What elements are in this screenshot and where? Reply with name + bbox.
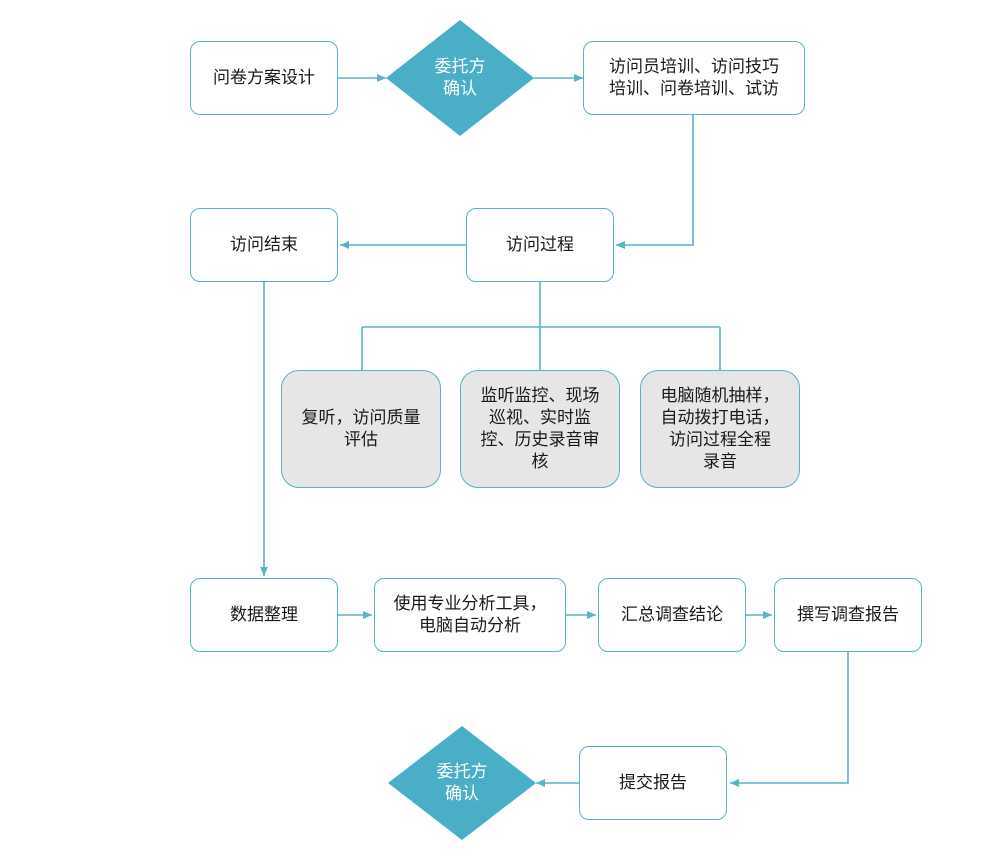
node-interviewer-training-label: 访问员培训、访问技巧 培训、问卷培训、试访 [609, 57, 779, 99]
node-client-confirm-top-label: 委托方 确认 [434, 57, 486, 99]
node-monitoring: 监听监控、现场 巡视、实时监 控、历史录音审 核 [460, 370, 620, 488]
arrow-training-to-process [616, 115, 694, 249]
node-submit-report: 提交报告 [579, 746, 727, 820]
node-data-processing-label: 数据整理 [230, 605, 298, 625]
node-analysis-tools: 使用专业分析工具， 电脑自动分析 [374, 578, 566, 652]
node-review-quality-label: 复听，访问质量 评估 [301, 408, 421, 450]
node-random-sampling-label: 电脑随机抽样， 自动拨打电话， 访问过程全程 录音 [660, 386, 780, 472]
node-monitoring-label: 监听监控、现场 巡视、实时监 控、历史录音审 核 [480, 386, 600, 472]
node-questionnaire-design-label: 问卷方案设计 [213, 68, 315, 88]
node-interview-process-label: 访问过程 [506, 235, 574, 255]
node-summary-conclusion-label: 汇总调查结论 [621, 605, 723, 625]
node-summary-conclusion: 汇总调查结论 [598, 578, 746, 652]
node-review-quality: 复听，访问质量 评估 [281, 370, 441, 488]
node-submit-report-label: 提交报告 [619, 773, 687, 793]
node-questionnaire-design: 问卷方案设计 [190, 41, 338, 115]
diamond-shape [388, 726, 536, 840]
node-interview-end: 访问结束 [190, 208, 338, 282]
node-random-sampling: 电脑随机抽样， 自动拨打电话， 访问过程全程 录音 [640, 370, 800, 488]
diamond-shape [386, 20, 534, 136]
arrow-write-to-submit [730, 652, 849, 787]
node-write-report-label: 撰写调查报告 [797, 605, 899, 625]
node-client-confirm-bottom-label: 委托方 确认 [436, 762, 488, 804]
node-interviewer-training: 访问员培训、访问技巧 培训、问卷培训、试访 [583, 41, 805, 115]
node-interview-process: 访问过程 [466, 208, 614, 282]
node-write-report: 撰写调查报告 [774, 578, 922, 652]
node-client-confirm-bottom: 委托方 确认 [388, 726, 536, 840]
node-analysis-tools-label: 使用专业分析工具， 电脑自动分析 [393, 594, 547, 636]
node-interview-end-label: 访问结束 [230, 235, 298, 255]
node-client-confirm-top: 委托方 确认 [386, 20, 534, 136]
node-data-processing: 数据整理 [190, 578, 338, 652]
